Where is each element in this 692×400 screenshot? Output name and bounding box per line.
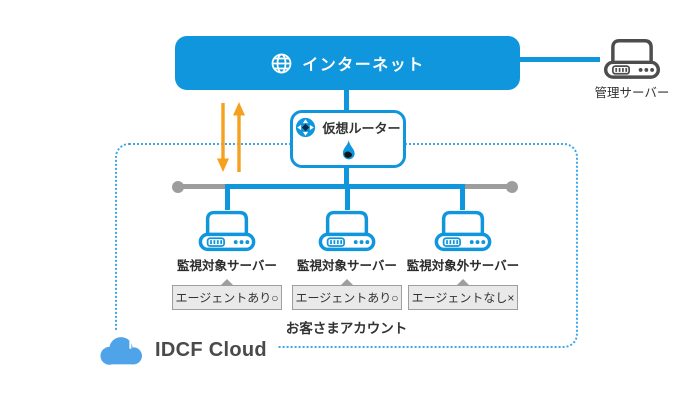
- monitored-server-2: 監視対象サーバー エージェントあり○: [289, 207, 405, 310]
- bus-endpoint-left: [172, 180, 184, 193]
- link-bus-to-server-1: [225, 186, 230, 210]
- customer-account-label: お客さまアカウント: [285, 321, 408, 336]
- link-bus-to-server-2: [345, 186, 350, 210]
- monitored-server-1: 監視対象サーバー エージェントあり○: [169, 207, 285, 310]
- agent-status-badge: エージェントあり○: [172, 279, 282, 310]
- management-server-icon: [603, 39, 661, 79]
- globe-icon: [271, 53, 292, 73]
- router-icon: [296, 117, 316, 137]
- link-bus-to-server-3: [460, 186, 465, 210]
- internet-label: インターネット: [302, 57, 425, 74]
- flame-icon: [342, 139, 355, 159]
- virtual-router-label: 仮想ルーター: [322, 120, 401, 136]
- agent-status-badge: エージェントなし×: [408, 279, 518, 310]
- idcf-cloud-logo: IDCF Cloud: [94, 330, 277, 370]
- logo-text: IDCF Cloud: [155, 338, 267, 361]
- internet-node: インターネット: [175, 36, 520, 90]
- virtual-router-node: 仮想ルーター: [290, 110, 406, 168]
- server-label: 監視対象サーバー: [297, 259, 397, 273]
- server-label: 監視対象外サーバー: [406, 259, 520, 273]
- agent-status-badge: エージェントあり○: [292, 279, 402, 310]
- link-internet-to-router: [344, 90, 349, 110]
- unmonitored-server: 監視対象外サーバー エージェントなし×: [405, 207, 521, 310]
- server-icon: [318, 210, 376, 252]
- management-server-label: 管理サーバー: [594, 86, 670, 100]
- server-label: 監視対象サーバー: [177, 259, 277, 273]
- traffic-arrows-icon: [217, 102, 245, 172]
- bus-endpoint-right: [506, 180, 518, 193]
- server-icon: [198, 210, 256, 252]
- link-internet-to-management-server: [520, 57, 600, 62]
- server-icon: [434, 210, 492, 252]
- cloud-flag-icon: [100, 336, 142, 365]
- link-router-to-bus: [344, 167, 349, 186]
